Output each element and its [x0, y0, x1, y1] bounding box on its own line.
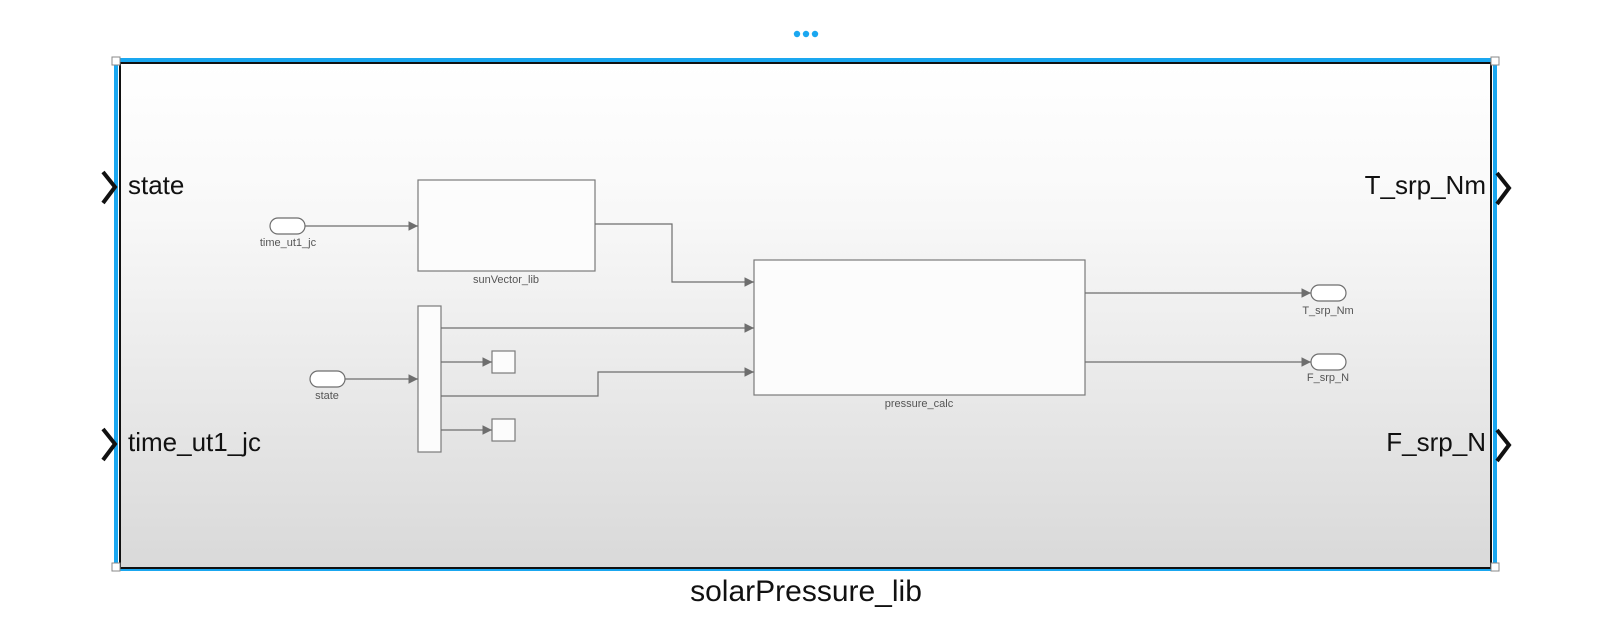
- signal-line[interactable]: [441, 367, 754, 397]
- goto-block-torque[interactable]: T_srp_Nm: [1302, 284, 1354, 317]
- input-port-time[interactable]: time_ut1_jc: [101, 427, 261, 462]
- input-port-state[interactable]: state: [101, 170, 184, 205]
- goto-block-label: F_srp_N: [1307, 372, 1349, 384]
- goto-block-label: T_srp_Nm: [1302, 305, 1353, 317]
- port-chevron-icon: [1495, 428, 1512, 463]
- port-chevron-icon: [1495, 171, 1512, 206]
- port-chevron-icon: [101, 170, 118, 205]
- port-chevron-icon: [101, 427, 118, 462]
- pressure-calc-block-label: pressure_calc: [885, 398, 954, 410]
- resize-handle-bottom-right[interactable]: [1490, 562, 1500, 572]
- sunvector-block[interactable]: sunVector_lib: [417, 179, 596, 286]
- terminator-block-1[interactable]: [491, 350, 516, 374]
- bus-selector-block[interactable]: [417, 305, 442, 453]
- signal-lines: [305, 221, 1311, 435]
- signal-line[interactable]: [595, 223, 754, 287]
- input-port-label: state: [128, 170, 184, 200]
- resize-handle-top-right[interactable]: [1490, 56, 1500, 66]
- output-port-torque[interactable]: T_srp_Nm: [1365, 170, 1512, 206]
- sunvector-block-label: sunVector_lib: [473, 274, 539, 286]
- output-port-label: F_srp_N: [1386, 427, 1486, 457]
- goto-block-force[interactable]: F_srp_N: [1307, 353, 1349, 384]
- subsystem-block[interactable]: [111, 56, 1500, 572]
- resize-handle-top-left[interactable]: [111, 56, 121, 66]
- terminator-block-2[interactable]: [491, 418, 516, 442]
- from-block-state[interactable]: state: [309, 370, 346, 402]
- input-port-label: time_ut1_jc: [128, 427, 261, 457]
- subsystem-name[interactable]: solarPressure_lib: [690, 575, 922, 608]
- pressure-calc-block[interactable]: pressure_calc: [753, 259, 1086, 410]
- resize-handle-bottom-left[interactable]: [111, 562, 121, 572]
- from-block-label: time_ut1_jc: [260, 237, 317, 249]
- subsystem-body: [119, 62, 1492, 569]
- output-port-label: T_srp_Nm: [1365, 170, 1486, 200]
- from-block-label: state: [315, 390, 339, 402]
- output-port-force[interactable]: F_srp_N: [1386, 427, 1512, 463]
- more-options-icon[interactable]: [793, 30, 819, 38]
